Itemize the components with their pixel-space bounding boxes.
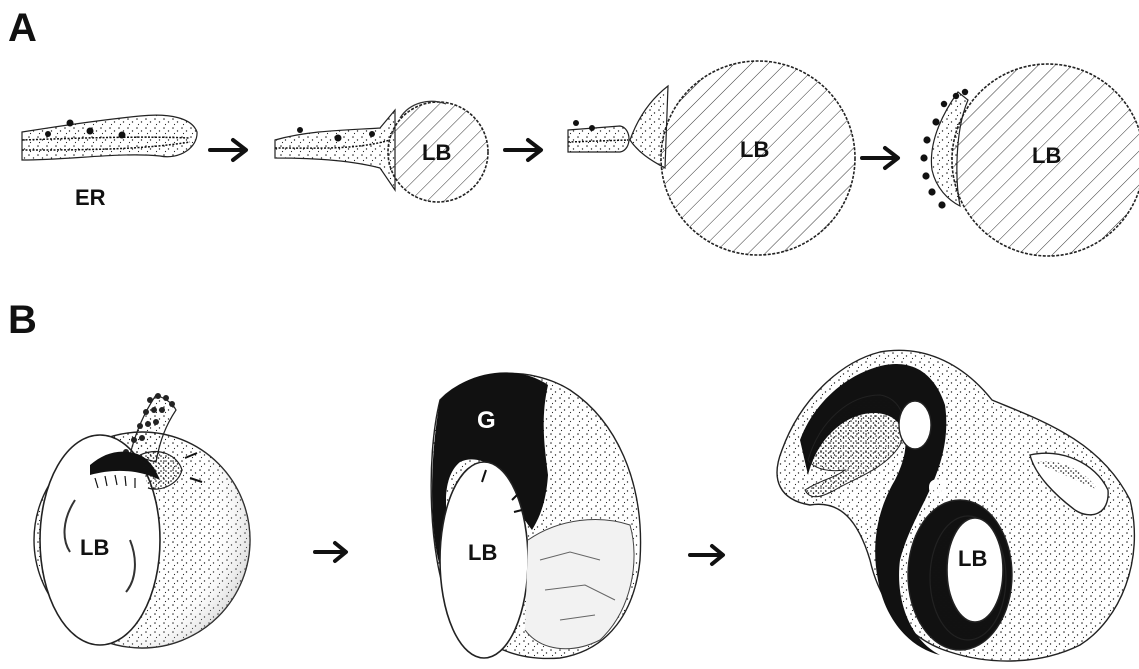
lipid-body-cut-face [39, 434, 161, 646]
ribosome-dot [86, 127, 94, 135]
ribosome-dot [118, 131, 126, 139]
panel-b-step3: G LB [776, 349, 1136, 662]
panel-a-step3-medium-lb: LB [567, 60, 856, 256]
panel-b-letter: B [8, 298, 37, 342]
panel-a-letter: A [8, 6, 37, 50]
panel-b-step2: G LB [430, 372, 642, 660]
arrow-b2 [688, 544, 725, 566]
arrow-a3 [860, 146, 900, 170]
panel-a-step1-er: ER [21, 114, 198, 210]
lipid-body [951, 63, 1139, 257]
label-lb-a2: LB [422, 140, 451, 165]
label-g-b2: G [477, 407, 496, 434]
panel-a-step2-small-lb: LB [274, 100, 489, 203]
label-g-b3: G [928, 475, 947, 502]
panel-a-step4-large-lb: LB [920, 63, 1139, 257]
label-lb-b3: LB [958, 546, 987, 571]
ribosome-dot [66, 119, 74, 127]
label-er: ER [75, 185, 106, 210]
label-lb-a4: LB [1032, 143, 1061, 168]
panel-b-step1: LB [33, 393, 251, 649]
label-lb-a3: LB [740, 137, 769, 162]
ribosome-dot [45, 131, 51, 137]
label-lb-b2: LB [468, 540, 497, 565]
lipid-body [660, 60, 856, 256]
arrow-a2 [503, 138, 543, 162]
arrow-a1 [208, 138, 248, 162]
label-lb-b1: LB [80, 535, 109, 560]
arrow-b1 [313, 541, 348, 563]
lipid-body-cut-face [946, 517, 1004, 623]
